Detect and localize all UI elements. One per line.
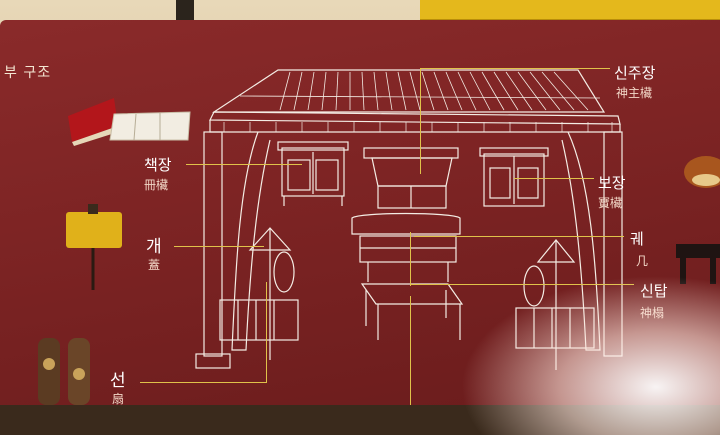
- leader-sintap-vertical: [410, 232, 411, 286]
- leader-seon: [140, 382, 266, 383]
- label-sintap: 신탑: [640, 282, 668, 300]
- leader-sinjujang: [420, 68, 610, 69]
- canopy-umbrella-thumbnail-icon: [60, 200, 130, 294]
- left-column: [203, 131, 223, 357]
- roof-outline: [211, 69, 606, 113]
- book-cabinet-drawing: [281, 147, 345, 197]
- label-gwe-hanja: 几: [636, 254, 649, 268]
- left-curtain: [231, 131, 271, 351]
- label-bojang: 보장: [598, 174, 626, 192]
- label-sinjujang: 신주장: [614, 64, 656, 82]
- spirit-bed-drawing: [360, 283, 464, 305]
- leader-gwe: [414, 236, 624, 237]
- label-chaekjang: 책장: [144, 156, 172, 174]
- spirit-tablet-cabinet-drawing: [363, 147, 459, 159]
- leader-gae: [174, 246, 264, 247]
- leader-bojang: [514, 178, 594, 179]
- label-chaekjang-hanja: 冊欌: [144, 178, 169, 192]
- leader-sintap: [410, 284, 634, 285]
- label-gwe: 궤: [630, 230, 644, 248]
- treasure-cabinet-drawing: [483, 153, 545, 207]
- leader-seon-vertical: [266, 282, 267, 383]
- bowl-thumbnail-icon: [680, 144, 720, 198]
- book-cabinet-thumbnail-icon: [64, 96, 194, 150]
- leader-chaekjang: [186, 164, 302, 165]
- armrest-drawing: [351, 212, 461, 235]
- leader-bottom-vertical: [410, 296, 411, 405]
- label-bojang-hanja: 寶欌: [598, 196, 623, 210]
- section-title: 부 구조: [4, 65, 52, 81]
- label-gae: 개: [146, 237, 162, 257]
- fan-thumbnail-icon: [24, 334, 104, 409]
- label-seon: 선: [110, 371, 126, 391]
- leader-sinjujang-vertical: [420, 68, 421, 174]
- label-gae-hanja: 蓋: [148, 258, 161, 272]
- label-seon-hanja: 扇: [112, 392, 125, 406]
- dark-post: [176, 0, 194, 22]
- right-column: [603, 131, 623, 357]
- stand-thumbnail-icon: [670, 236, 720, 290]
- label-sinjujang-hanja: 神主欌: [616, 86, 653, 100]
- label-sintap-hanja: 神榻: [640, 306, 665, 320]
